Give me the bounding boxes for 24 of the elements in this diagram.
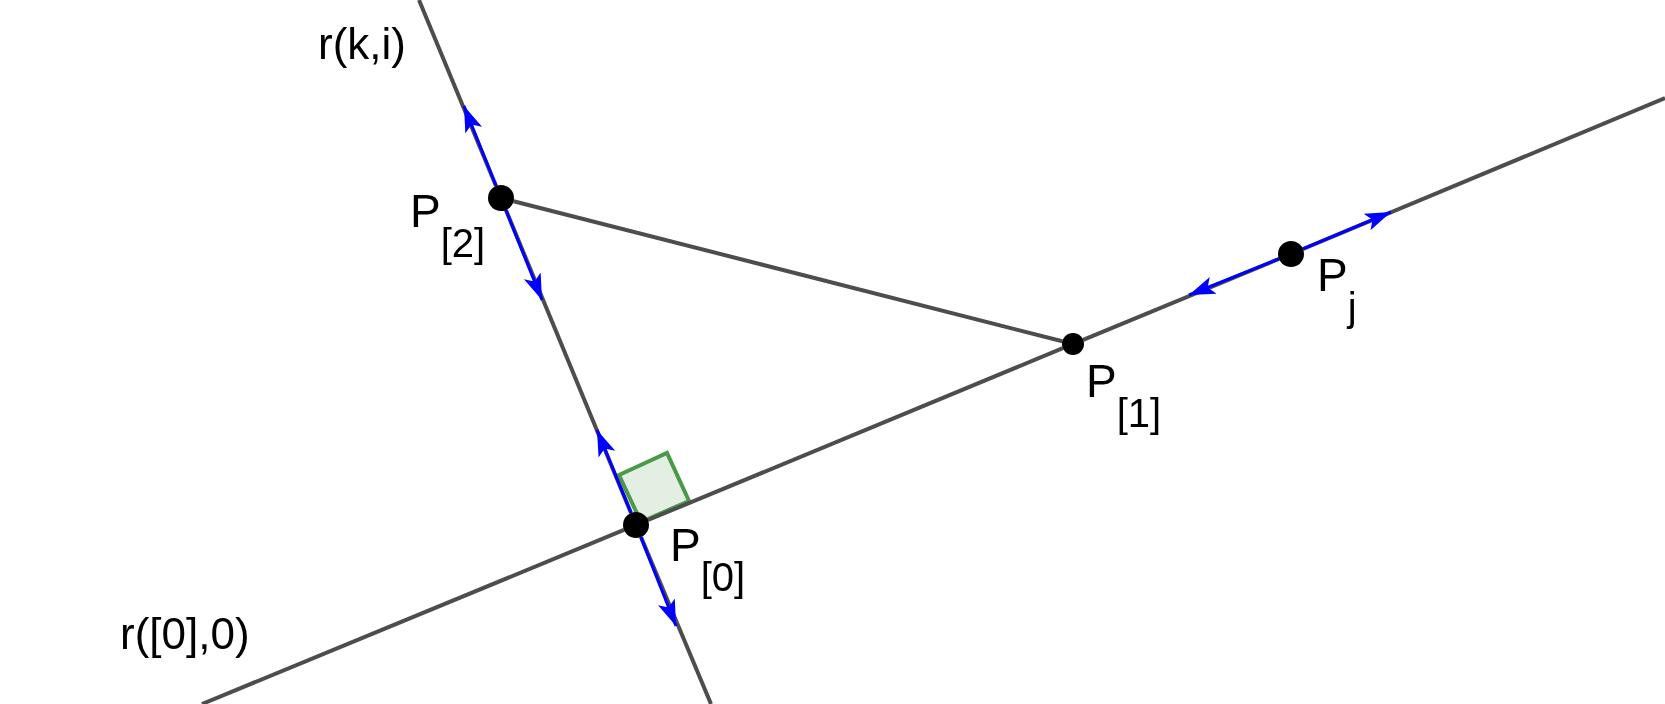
line xyxy=(1082,257,1280,342)
vector-arrow xyxy=(639,536,678,627)
point-label: P$_{[0]}$ xyxy=(670,522,746,597)
point-label: P$_{[1]}$ xyxy=(1086,358,1162,433)
point xyxy=(623,512,649,538)
line xyxy=(504,209,633,514)
line-label: r([0],0) xyxy=(120,612,250,656)
line xyxy=(1302,96,1665,251)
vector-arrow xyxy=(462,105,498,187)
line xyxy=(201,528,625,704)
vector-arrow xyxy=(504,209,544,301)
point-label: P$_{j}$ xyxy=(1317,252,1357,327)
line xyxy=(417,0,498,187)
point xyxy=(1278,241,1304,267)
line xyxy=(647,346,1064,522)
vector-arrow xyxy=(1302,210,1392,251)
point xyxy=(1062,333,1084,355)
point-label: P$_{[2]}$ xyxy=(410,188,486,263)
vector-arrow xyxy=(1188,257,1280,297)
line xyxy=(513,199,1063,344)
point xyxy=(488,185,514,211)
line-label: r(k,i) xyxy=(318,22,406,66)
vector-arrow xyxy=(595,429,633,514)
line xyxy=(639,536,713,704)
